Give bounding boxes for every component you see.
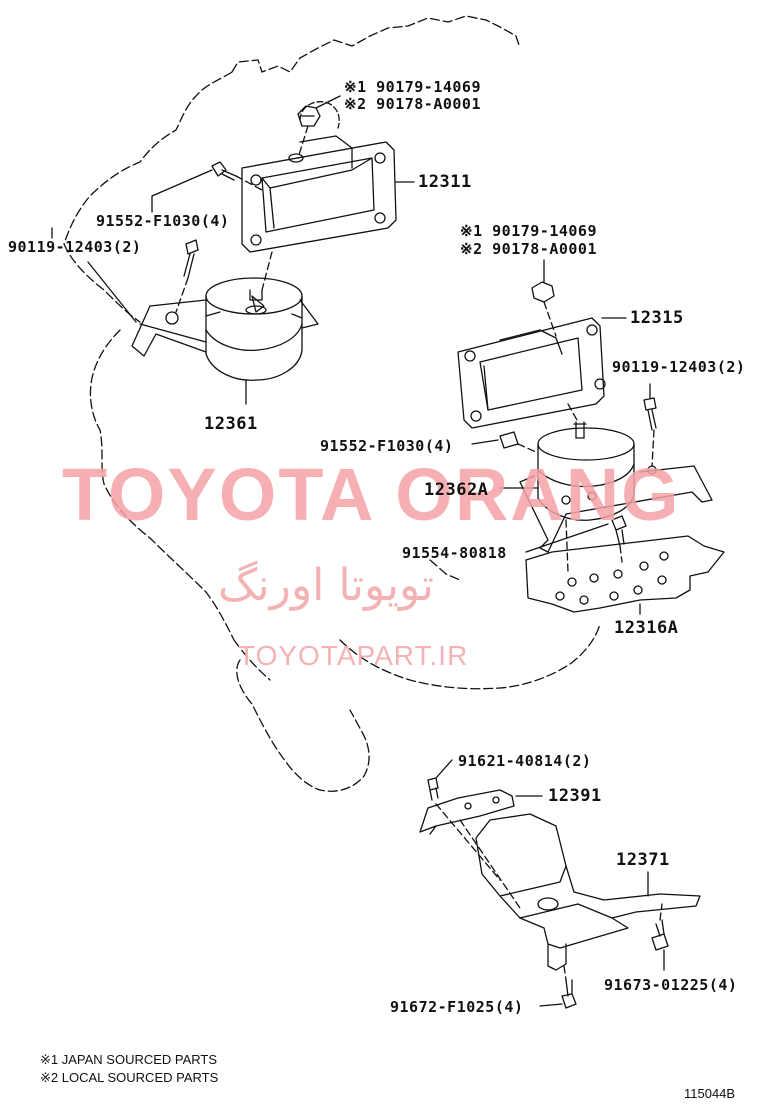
bracket-12391 <box>419 789 515 835</box>
bolt-91672 <box>561 979 577 1009</box>
label-12315: 12315 <box>630 308 684 328</box>
bolt-91552-top <box>211 161 237 181</box>
label-12311: 12311 <box>418 172 472 192</box>
leader-lines <box>51 95 665 1007</box>
label-mid-mark2: ※2 90178-A0001 <box>460 240 597 258</box>
label-12371: 12371 <box>616 850 670 870</box>
plate-12316A <box>525 535 725 613</box>
mount-12361 <box>131 277 319 381</box>
label-90119-left: 90119-12403(2) <box>8 238 142 256</box>
label-91673: 91673-01225(4) <box>604 976 738 994</box>
label-12316A: 12316A <box>614 618 679 638</box>
nut-top <box>297 105 321 127</box>
engine-lower <box>236 659 370 792</box>
figure-code: 115044B <box>684 1086 736 1101</box>
label-91672: 91672-F1025(4) <box>390 998 524 1016</box>
label-12391: 12391 <box>548 786 602 806</box>
bracket-12311 <box>241 135 397 253</box>
bolt-91621 <box>427 777 439 801</box>
bolt-90119-left <box>183 239 199 279</box>
bracket-12315 <box>457 317 606 429</box>
watermark-main: TOYOTA ORANG <box>62 453 681 536</box>
label-91554: 91554-80818 <box>402 544 507 562</box>
note-local-sourced: ※2 LOCAL SOURCED PARTS <box>40 1070 219 1085</box>
alignment-lines <box>175 125 663 981</box>
label-top-mark2: ※2 90178-A0001 <box>344 95 481 113</box>
engine-outline <box>63 15 601 690</box>
watermark-url: TOYOTAPART.IR <box>238 640 469 671</box>
bracket-12362A <box>519 465 713 553</box>
label-top-mark1: ※1 90179-14069 <box>344 78 481 96</box>
label-91621: 91621-40814(2) <box>458 752 592 770</box>
bolt-90119-right <box>643 397 657 431</box>
watermark-persian: تویوتا اورنگ <box>218 560 434 611</box>
label-91552-top: 91552-F1030(4) <box>96 212 230 230</box>
nut-mid <box>531 281 555 303</box>
label-12361: 12361 <box>204 414 258 434</box>
member-12371 <box>475 813 701 971</box>
label-12362A: 12362A <box>424 480 489 500</box>
bolt-91552-mid <box>499 431 519 449</box>
label-mid-mark1: ※1 90179-14069 <box>460 222 597 240</box>
bolt-91554 <box>611 515 627 547</box>
label-90119-right: 90119-12403(2) <box>612 358 746 376</box>
label-91552-mid: 91552-F1030(4) <box>320 437 454 455</box>
note-japan-sourced: ※1 JAPAN SOURCED PARTS <box>40 1052 218 1067</box>
bolt-91673 <box>651 919 669 951</box>
